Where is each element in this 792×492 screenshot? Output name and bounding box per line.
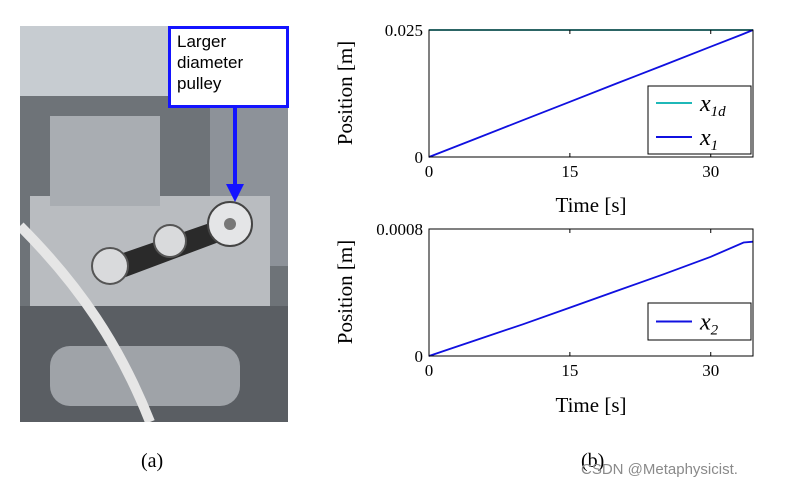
photo-small-pulley-left: [91, 247, 129, 285]
x-axis-label: Time [s]: [556, 193, 627, 217]
legend-entry-main: x: [699, 91, 711, 117]
x-tick-label: 0: [425, 361, 434, 380]
legend-entry-x1: x1: [699, 125, 718, 154]
x-tick-label: 30: [702, 361, 719, 380]
callout-box: Larger diameter pulley: [168, 26, 289, 108]
x-tick-label: 15: [561, 162, 578, 181]
caption-b: (b): [581, 450, 605, 472]
callout-line-3: pulley: [177, 74, 222, 93]
x-tick-label: 15: [561, 361, 578, 380]
legend-entry-main: x: [699, 125, 711, 151]
watermark: CSDN @Metaphysicist.: [581, 461, 738, 478]
legend-entry-subscript: 1: [711, 138, 719, 154]
y-tick-label: 0.0008: [376, 220, 423, 239]
legend-entry-subscript: 2: [711, 323, 719, 339]
photo-motor-block: [50, 116, 160, 206]
y-tick-label: 0.025: [385, 21, 423, 40]
legend-box: [647, 85, 752, 155]
y-axis-label: Position [m]: [333, 240, 357, 344]
legend-entry-main: x: [699, 310, 711, 336]
caption-a: (a): [141, 450, 164, 472]
callout-line-2: diameter: [177, 53, 244, 72]
series-line-x2: [428, 240, 754, 357]
y-tick-label: 0: [415, 347, 424, 366]
x-tick-label: 0: [425, 162, 434, 181]
legend-entry-subscript: 1d: [711, 104, 727, 120]
plot-frame: [428, 29, 754, 158]
y-axis-label: Position [m]: [333, 41, 357, 145]
callout-line-1: Larger: [177, 32, 227, 51]
legend-entry-x1d: x1d: [699, 91, 726, 120]
photo-bottom-motor: [50, 346, 240, 406]
y-tick-label: 0: [415, 148, 424, 167]
legend-entry-x2: x2: [699, 310, 719, 339]
photo-cable: [20, 222, 155, 422]
photo-small-pulley-mid: [153, 224, 187, 258]
x-tick-label: 30: [702, 162, 719, 181]
x-axis-label: Time [s]: [556, 393, 627, 417]
photo-large-pulley-hub: [224, 218, 236, 230]
series-line-x1: [428, 29, 754, 158]
photo-arrow-head: [226, 184, 244, 202]
plot-frame: [428, 228, 754, 357]
